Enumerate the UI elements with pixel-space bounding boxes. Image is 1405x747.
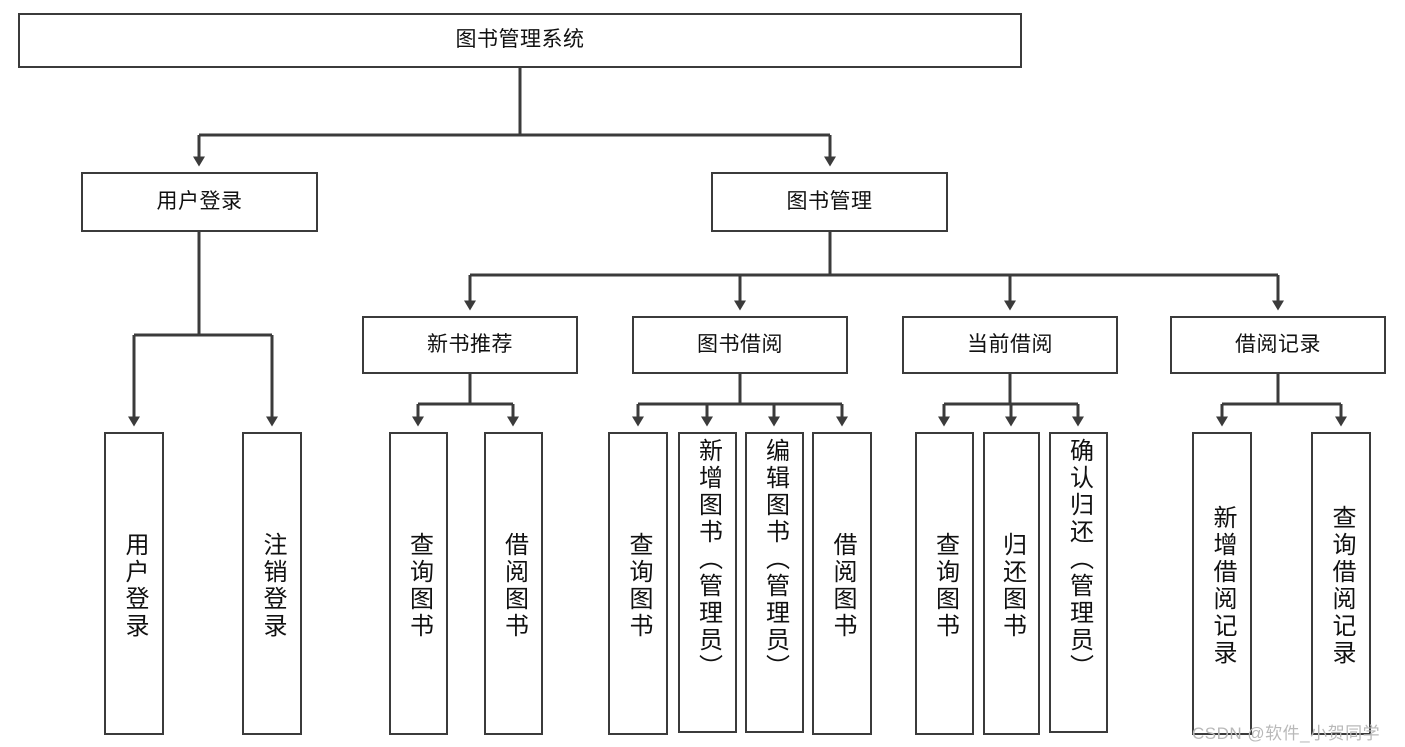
node-root[interactable]: 图书管理系统 [18, 13, 1022, 68]
node-borrow-record-label: 借阅记录 [1235, 332, 1321, 356]
node-leaf-query-book-recommend-label: 查询图书 [405, 531, 433, 640]
node-leaf-edit-book[interactable]: 编辑图书（管理员） [745, 432, 804, 733]
node-leaf-add-book[interactable]: 新增图书（管理员） [678, 432, 737, 733]
node-leaf-query-book-borrow[interactable]: 查询图书 [608, 432, 668, 735]
node-leaf-logout[interactable]: 注销登录 [242, 432, 302, 735]
node-leaf-user-login[interactable]: 用户登录 [104, 432, 164, 735]
node-leaf-borrow-book-recommend-label: 借阅图书 [500, 531, 528, 640]
node-book-management[interactable]: 图书管理 [711, 172, 948, 232]
node-leaf-borrow-book-borrow-label: 借阅图书 [829, 531, 856, 640]
node-root-label: 图书管理系统 [455, 28, 585, 52]
node-new-book-recommend[interactable]: 新书推荐 [362, 316, 578, 374]
node-leaf-borrow-book-borrow[interactable]: 借阅图书 [812, 432, 872, 735]
node-user-login[interactable]: 用户登录 [81, 172, 318, 232]
node-leaf-return-book[interactable]: 归还图书 [983, 432, 1040, 735]
node-current-borrow[interactable]: 当前借阅 [902, 316, 1118, 374]
node-book-borrow[interactable]: 图书借阅 [632, 316, 848, 374]
node-user-login-label: 用户登录 [156, 189, 243, 213]
node-leaf-confirm-return-label: 确认归还（管理员） [1065, 438, 1093, 681]
node-leaf-query-book-current[interactable]: 查询图书 [915, 432, 974, 735]
node-leaf-add-borrow-record-label: 新增借阅记录 [1209, 504, 1236, 667]
node-leaf-user-login-label: 用户登录 [121, 531, 148, 640]
node-leaf-return-book-label: 归还图书 [998, 531, 1026, 640]
node-leaf-add-book-label: 新增图书（管理员） [694, 438, 722, 681]
node-leaf-query-borrow-record-label: 查询借阅记录 [1328, 504, 1355, 667]
node-current-borrow-label: 当前借阅 [967, 332, 1053, 356]
node-leaf-query-borrow-record[interactable]: 查询借阅记录 [1311, 432, 1371, 735]
node-new-book-recommend-label: 新书推荐 [427, 332, 513, 356]
node-leaf-add-borrow-record[interactable]: 新增借阅记录 [1192, 432, 1252, 735]
node-borrow-record[interactable]: 借阅记录 [1170, 316, 1386, 374]
node-leaf-confirm-return[interactable]: 确认归还（管理员） [1049, 432, 1108, 733]
node-book-borrow-label: 图书借阅 [697, 332, 783, 356]
node-leaf-query-book-current-label: 查询图书 [931, 531, 959, 640]
node-leaf-logout-label: 注销登录 [259, 531, 286, 640]
node-leaf-borrow-book-recommend[interactable]: 借阅图书 [484, 432, 543, 735]
node-leaf-query-book-recommend[interactable]: 查询图书 [389, 432, 448, 735]
csdn-watermark: CSDN @软件_小贺同学 [1192, 724, 1381, 743]
node-leaf-query-book-borrow-label: 查询图书 [625, 531, 652, 640]
node-book-management-label: 图书管理 [786, 189, 873, 213]
node-leaf-edit-book-label: 编辑图书（管理员） [761, 438, 789, 681]
